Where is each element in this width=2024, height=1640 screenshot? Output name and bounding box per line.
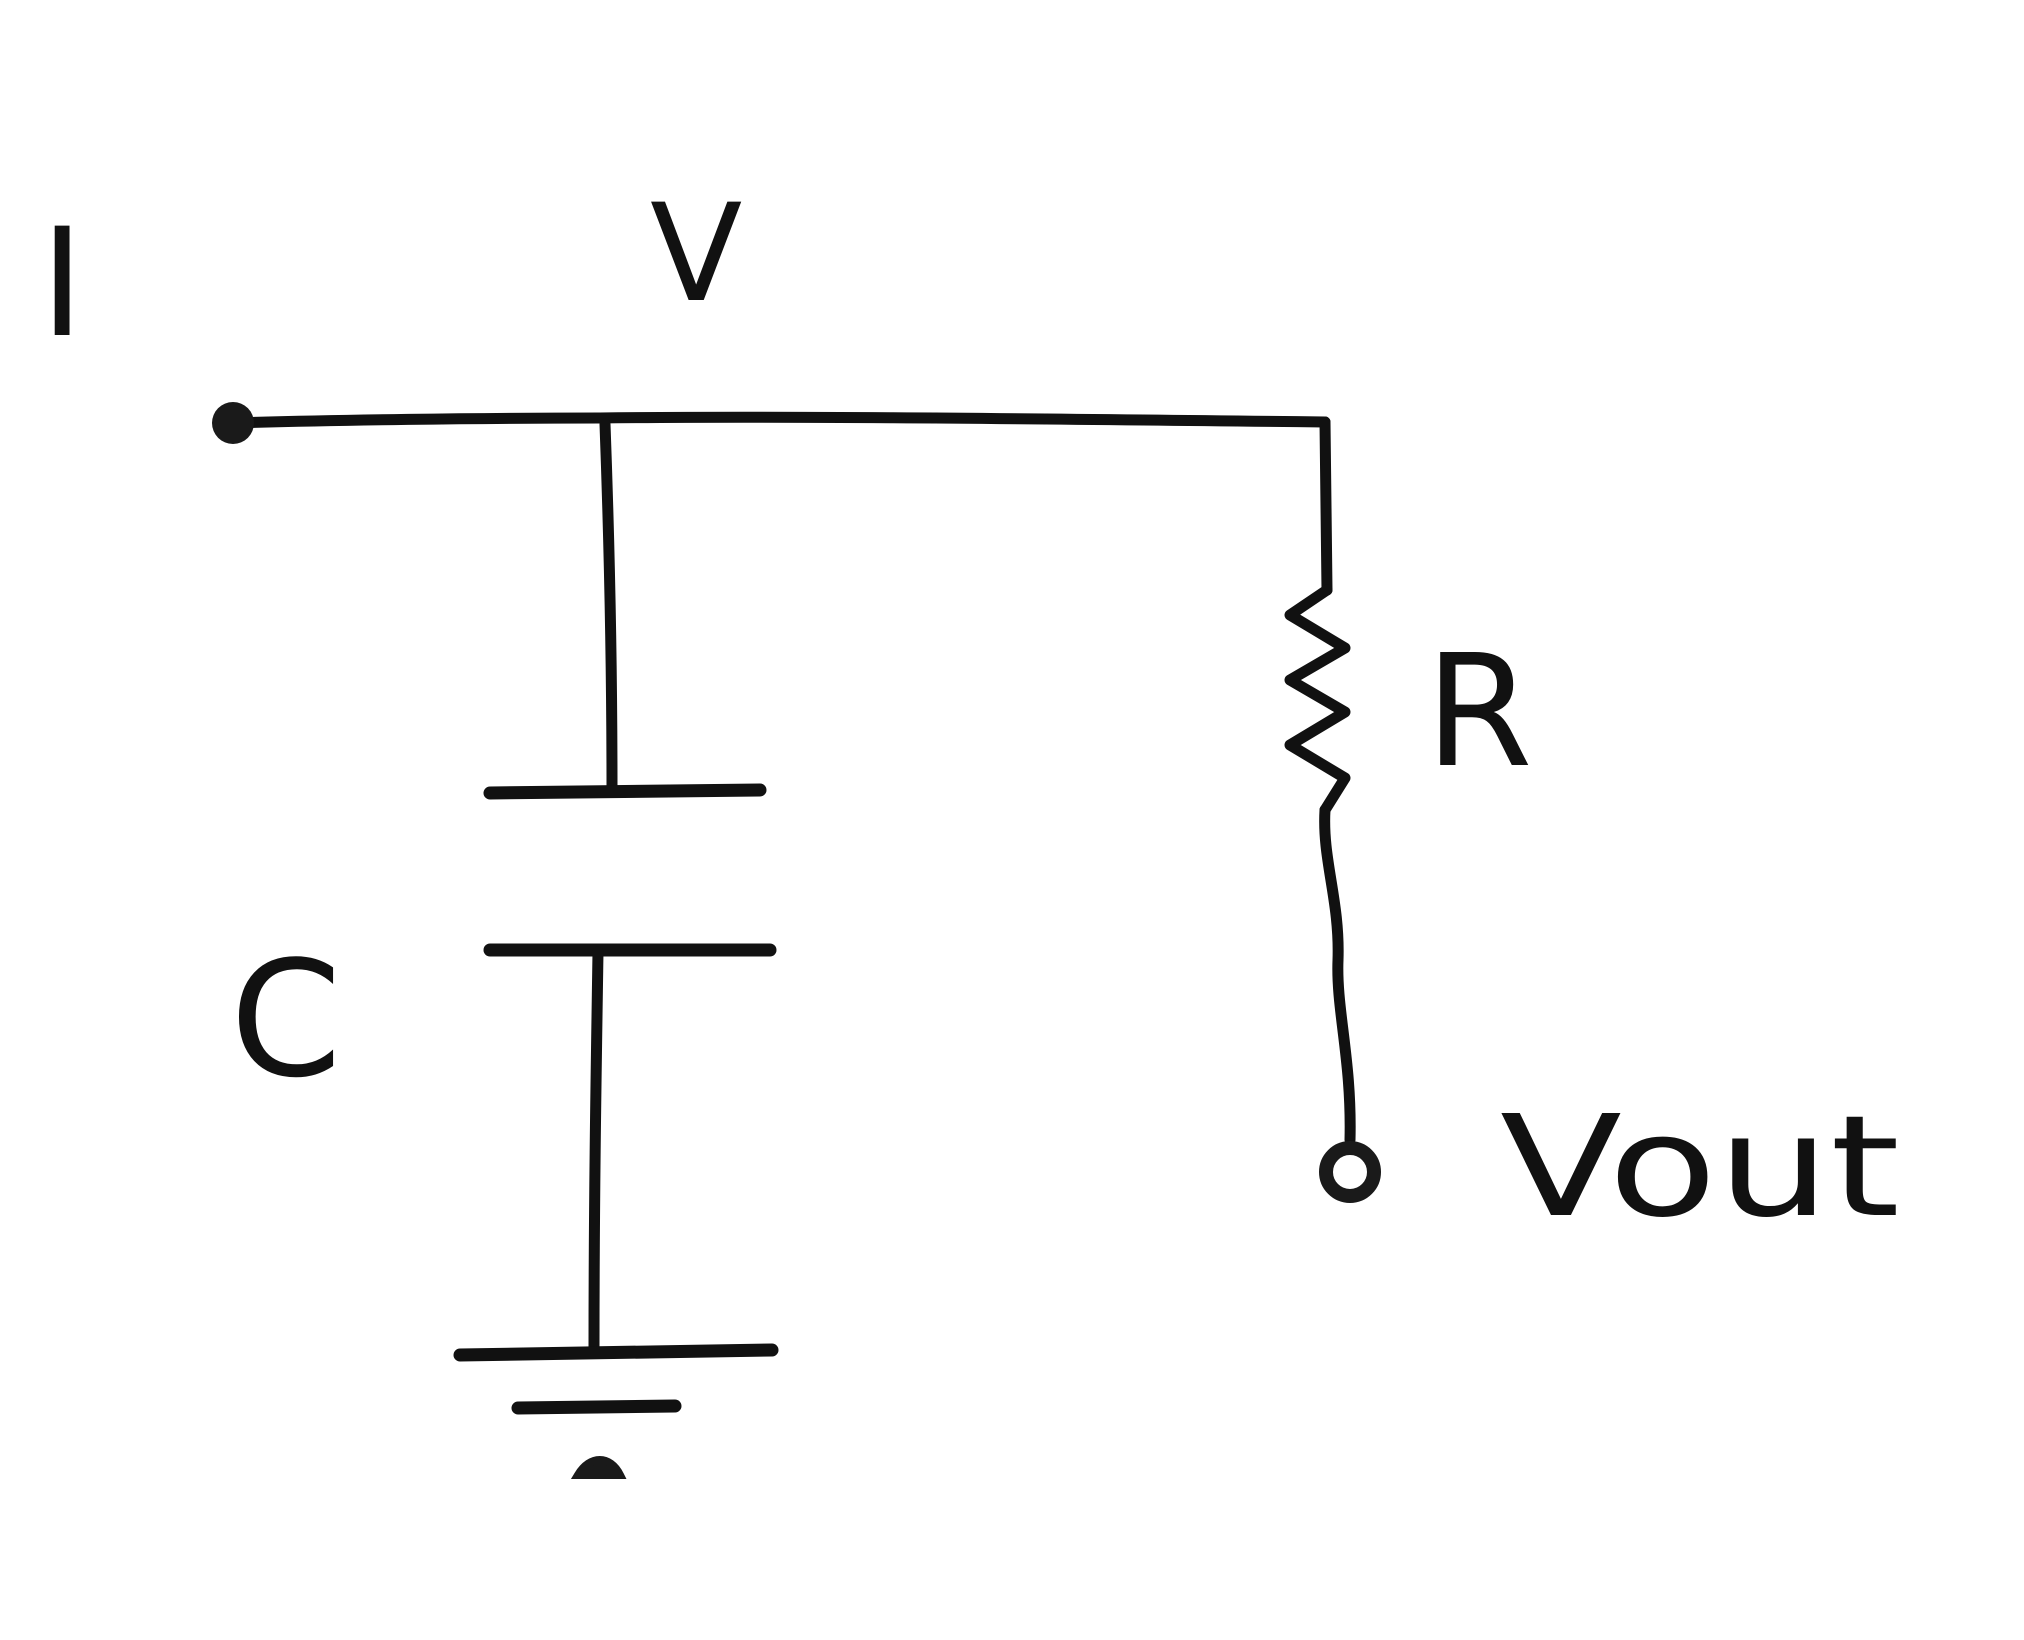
label-capacitor: C xyxy=(230,926,342,1113)
label-resistor: R xyxy=(1425,621,1533,802)
output-terminal xyxy=(1319,1141,1381,1203)
capacitor-bottom-lead xyxy=(588,946,604,1356)
label-input-current: I xyxy=(40,197,84,371)
label-node-voltage: V xyxy=(650,175,742,332)
input-terminal xyxy=(212,402,254,444)
capacitor-top-lead xyxy=(599,418,618,796)
ground-symbol xyxy=(453,1343,779,1479)
top-wire xyxy=(226,411,1331,429)
resistor-bottom-lead xyxy=(1319,804,1356,1146)
resistor-symbol xyxy=(1284,584,1351,816)
capacitor-plate-top xyxy=(483,783,767,800)
resistor-top-lead xyxy=(1319,416,1333,596)
label-output: Vout xyxy=(1500,1086,1900,1249)
